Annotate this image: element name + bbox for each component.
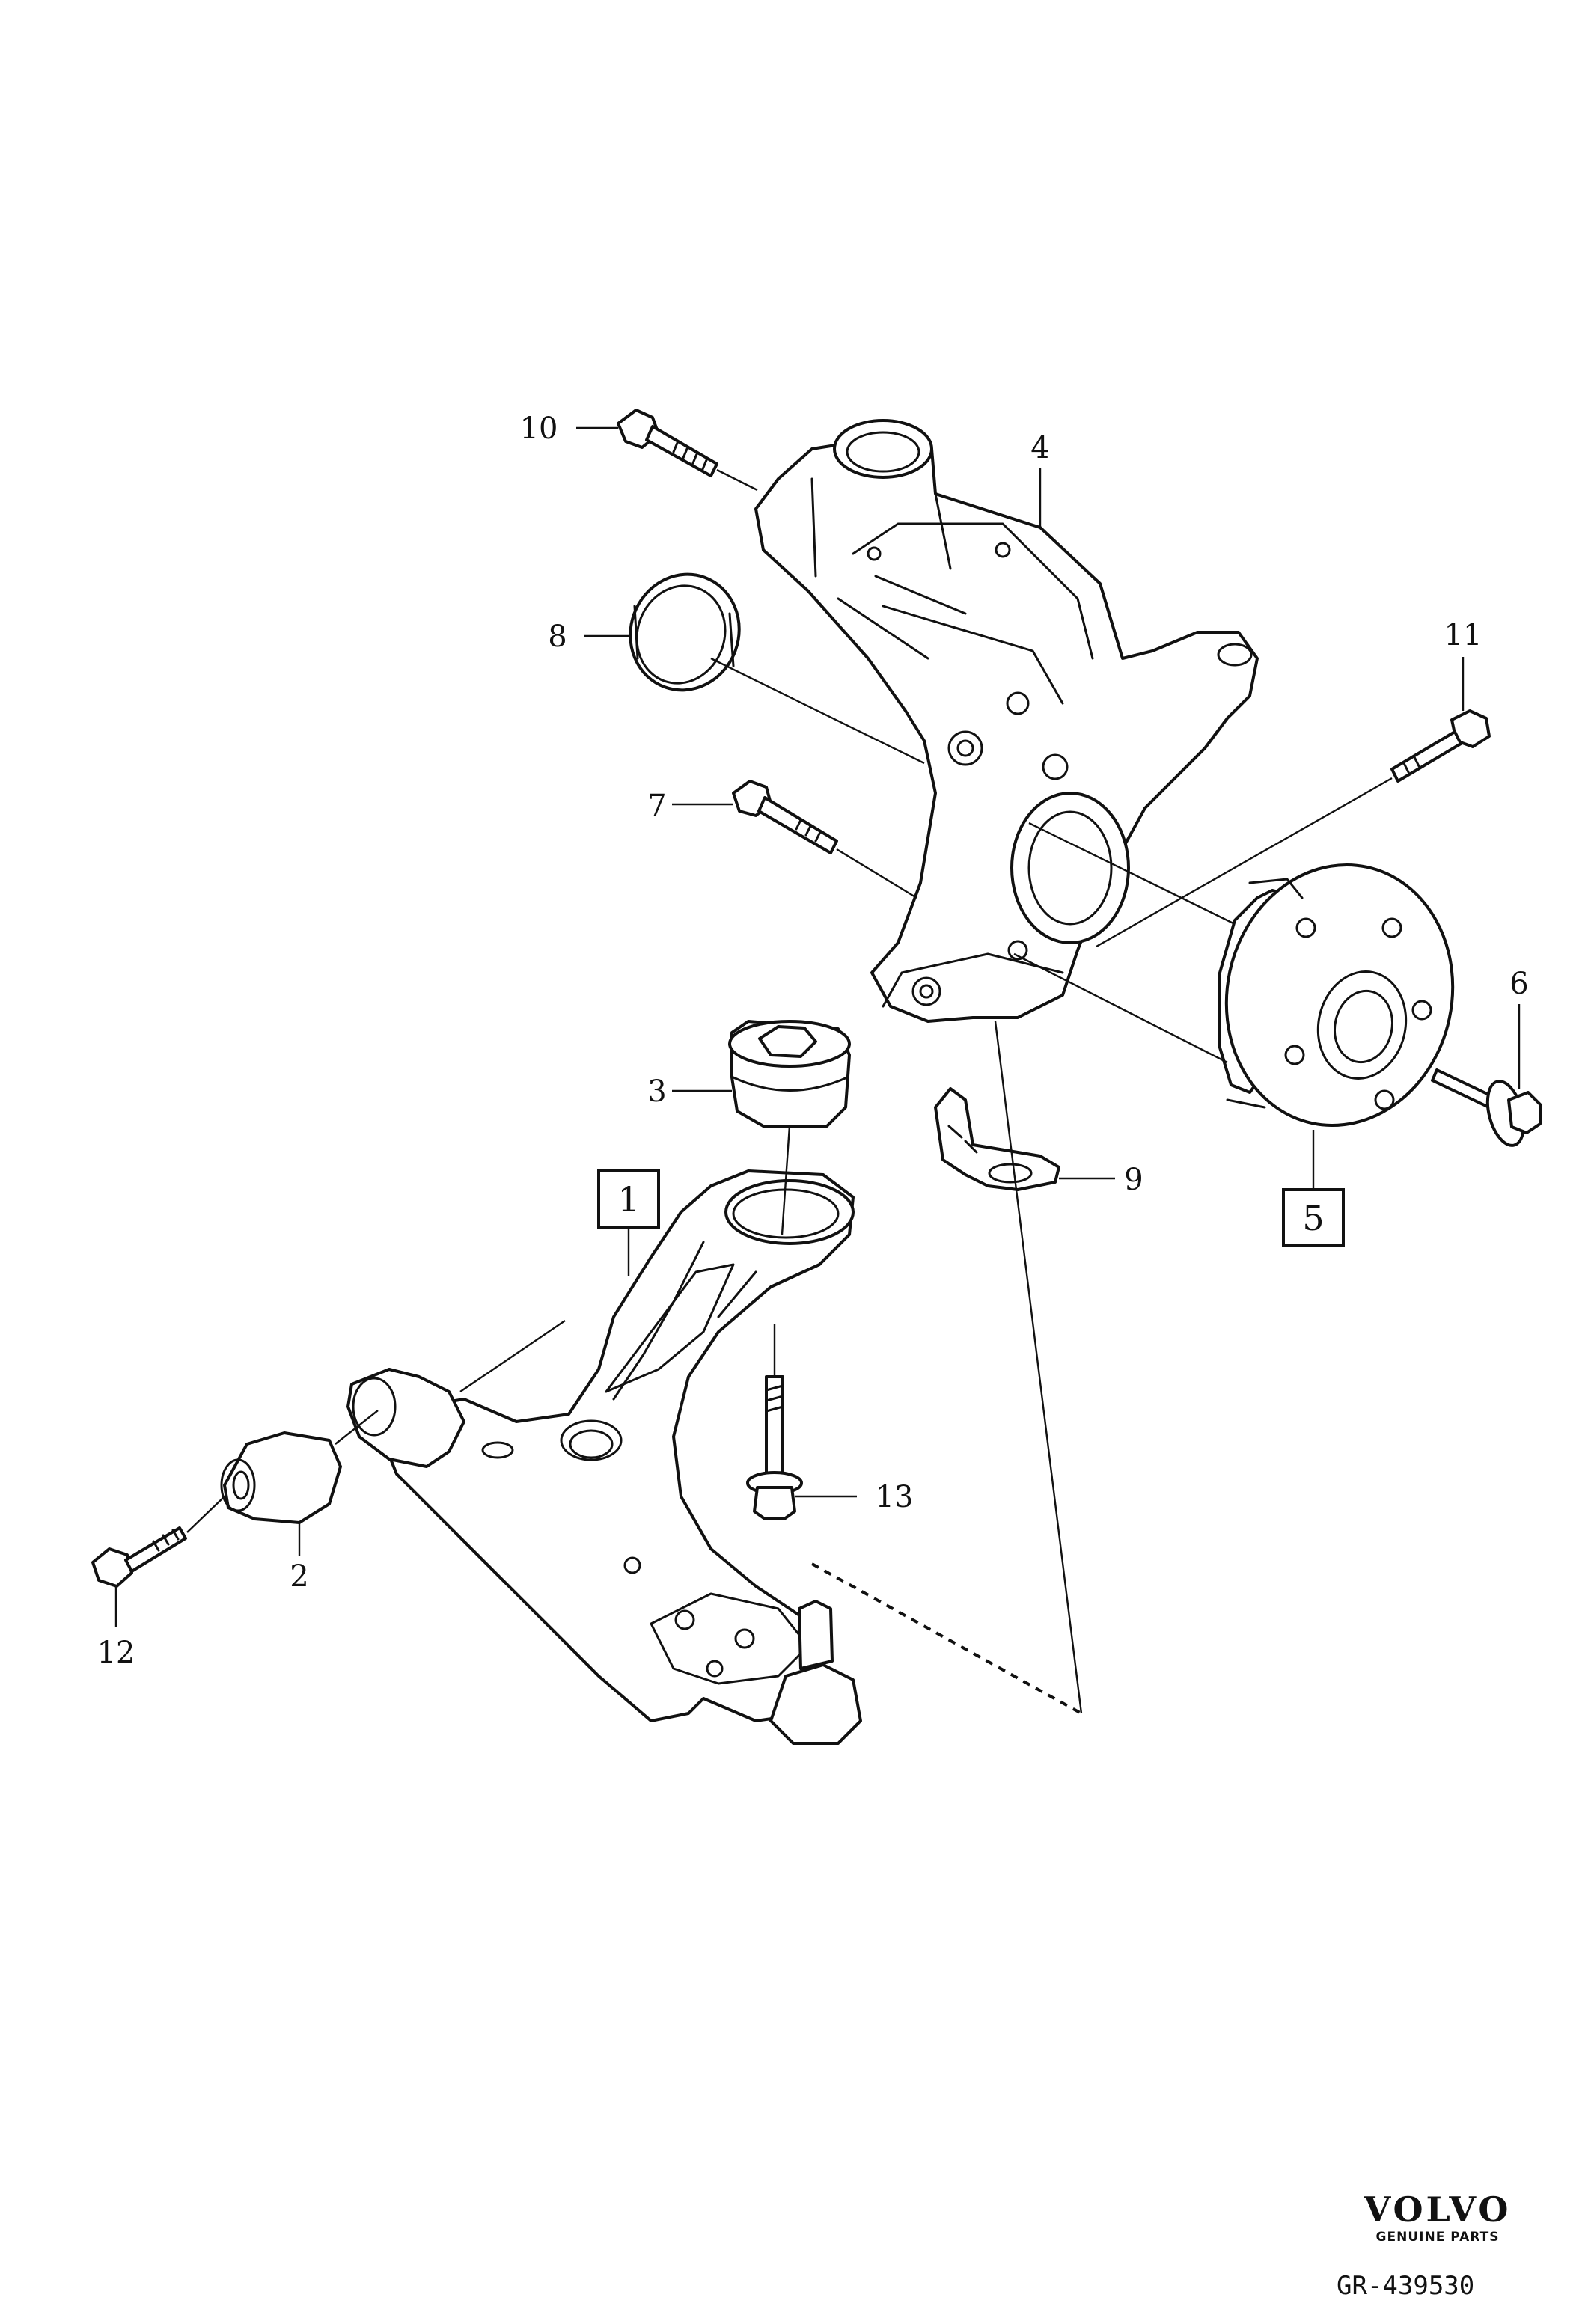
callout-7: 7 [647, 789, 666, 823]
brand-subtitle: GENUINE PARTS [1375, 2230, 1500, 2245]
shield-bracket [934, 1087, 1060, 1191]
bolt-7 [732, 780, 838, 854]
callout-11: 11 [1444, 618, 1482, 652]
callout-13: 13 [876, 1480, 914, 1514]
callout-8: 8 [548, 620, 567, 654]
bolt-11 [1390, 709, 1491, 783]
bolt-13 [746, 1375, 803, 1520]
hub-bolt [1431, 1068, 1542, 1147]
callout-box-1 [597, 1169, 660, 1229]
wheel-hub [1218, 863, 1455, 1127]
leader-lines [114, 426, 1521, 1715]
callout-10: 10 [520, 412, 558, 446]
callout-5: 5 [1302, 1198, 1324, 1238]
bolt-10 [617, 409, 718, 477]
seal-ring [629, 572, 741, 692]
drawing-reference: GR-439530 [1337, 2271, 1475, 2301]
bolt-12 [91, 1526, 187, 1588]
callout-1: 1 [617, 1179, 639, 1220]
brand-logo: VOLVO GENUINE PARTS [1352, 2192, 1524, 2245]
callout-12: 12 [97, 1636, 135, 1670]
brand-name: VOLVO [1364, 2189, 1512, 2230]
callout-3: 3 [647, 1074, 666, 1109]
callout-box-5 [1282, 1188, 1345, 1247]
bushing-2 [220, 1431, 342, 1524]
callout-9: 9 [1124, 1163, 1143, 1197]
control-arm [346, 1169, 862, 1745]
callout-2: 2 [290, 1559, 308, 1594]
callout-6: 6 [1509, 967, 1528, 1001]
steering-knuckle [754, 419, 1259, 1023]
bushing-3 [728, 1020, 851, 1128]
callout-labels: 1 2 3 4 5 6 7 8 9 10 11 12 13 [97, 412, 1529, 1670]
callout-4: 4 [1030, 431, 1049, 465]
